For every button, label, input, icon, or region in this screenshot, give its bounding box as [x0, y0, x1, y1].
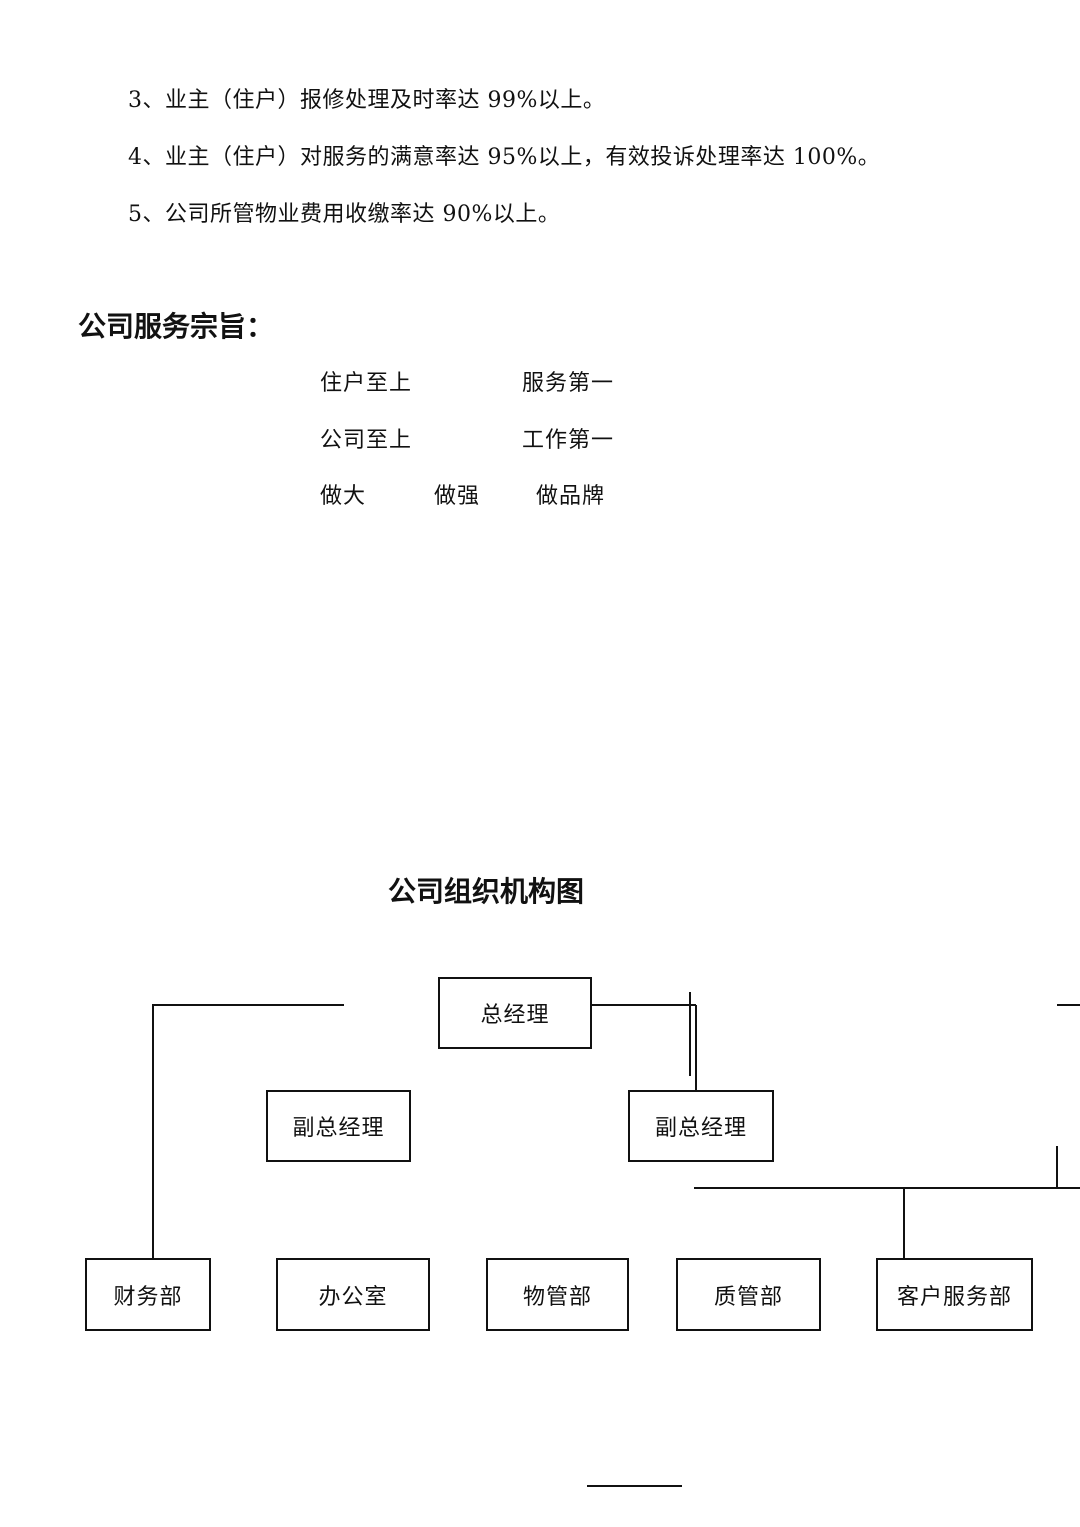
service-heading: 公司服务宗旨：	[78, 310, 275, 343]
org-box-label: 办公室	[318, 1284, 388, 1310]
org-box-deputy-right: 副总经理	[628, 1090, 774, 1162]
org-box-label: 客户服务部	[896, 1284, 1012, 1310]
motto-service-first: 服务第一	[522, 371, 615, 396]
target-item-5: 5、公司所管物业费用收缴率达 90%以上。	[128, 202, 561, 227]
motto-build-brand: 做品牌	[536, 484, 606, 509]
org-box-property-mgmt-dept: 物管部	[486, 1258, 629, 1331]
org-box-label: 财务部	[113, 1284, 183, 1310]
org-box-label: 质管部	[713, 1284, 783, 1310]
org-box-finance-dept: 财务部	[85, 1258, 211, 1331]
org-box-label: 物管部	[522, 1284, 592, 1310]
org-box-office: 办公室	[276, 1258, 430, 1331]
org-box-label: 副总经理	[654, 1116, 747, 1141]
motto-work-first: 工作第一	[522, 428, 615, 453]
target-item-3: 3、业主（住户）报修处理及时率达 99%以上。	[128, 88, 606, 113]
target-item-4: 4、业主（住户）对服务的满意率达 95%以上，有效投诉处理率达 100%。	[128, 145, 881, 170]
motto-grow-big: 做大	[320, 484, 367, 509]
motto-residents-first: 住户至上	[320, 371, 413, 396]
motto-grow-strong: 做强	[434, 484, 481, 509]
org-box-customer-service-dept: 客户服务部	[876, 1258, 1033, 1331]
org-box-label: 副总经理	[292, 1116, 385, 1141]
motto-company-first: 公司至上	[320, 428, 413, 453]
org-box-label: 总经理	[480, 1003, 550, 1028]
org-box-quality-mgmt-dept: 质管部	[676, 1258, 821, 1331]
org-chart-title: 公司组织机构图	[388, 875, 585, 908]
org-box-deputy-left: 副总经理	[266, 1090, 411, 1162]
org-box-general-manager: 总经理	[438, 977, 592, 1049]
